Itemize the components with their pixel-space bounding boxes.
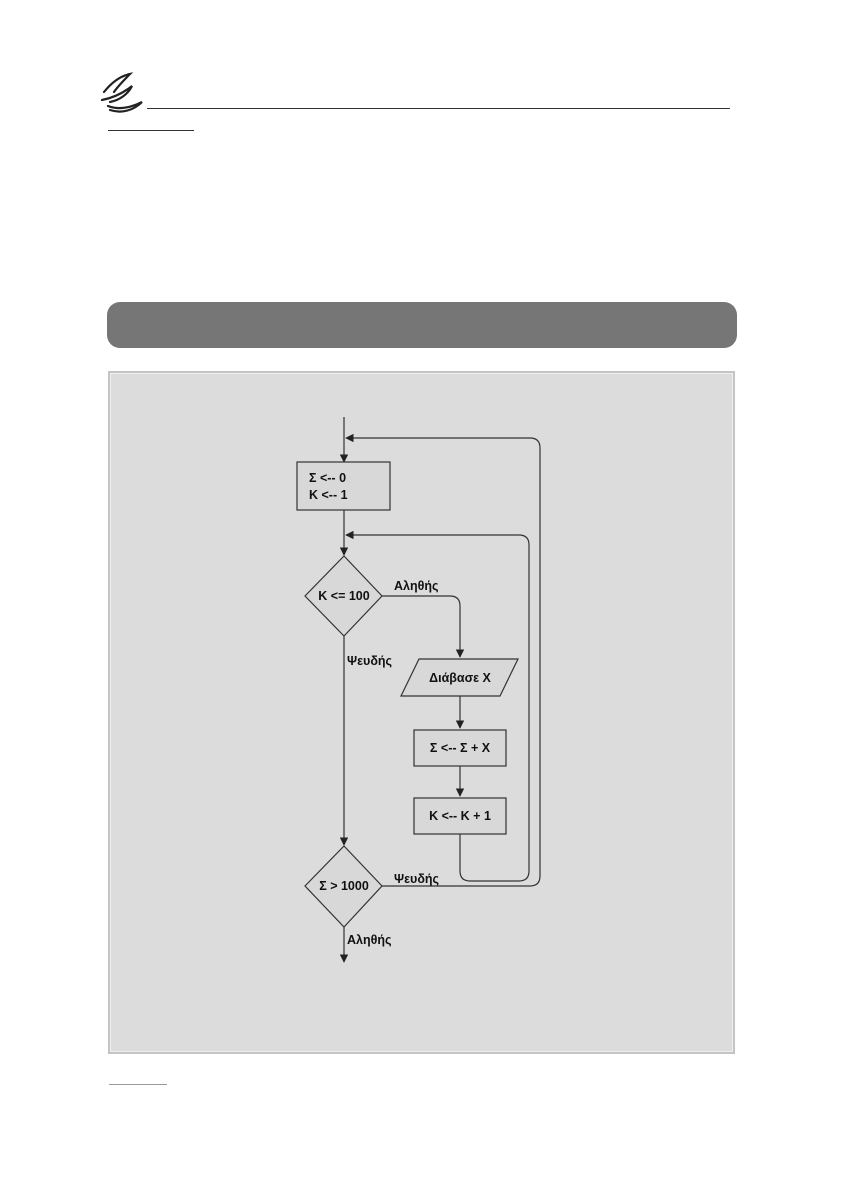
loop-condition-diamond bbox=[304, 555, 383, 637]
sum-step-text: Σ <-- Σ + Χ bbox=[430, 741, 491, 755]
connector-loop-true bbox=[382, 595, 465, 658]
init-line-2: Κ <-- 1 bbox=[309, 488, 348, 502]
final-condition-text: Σ > 1000 bbox=[319, 879, 369, 893]
read-io-parallelogram bbox=[400, 658, 519, 697]
flowchart-diagram: Σ <-- 0 Κ <-- 1 Κ <= 100 Αληθής Ψευδής Δ… bbox=[296, 417, 541, 963]
dove-logo-icon bbox=[100, 72, 143, 113]
header-rule-short bbox=[108, 130, 194, 131]
footnote-rule bbox=[109, 1084, 167, 1085]
loop-condition-text: Κ <= 100 bbox=[318, 589, 369, 603]
sum-process-box bbox=[413, 729, 507, 767]
increment-step-text: Κ <-- Κ + 1 bbox=[429, 809, 491, 823]
loop-true-label: Αληθής bbox=[394, 579, 439, 593]
loop-false-label: Ψευδής bbox=[347, 654, 392, 668]
final-condition-diamond bbox=[304, 845, 383, 928]
header-rule bbox=[147, 108, 730, 109]
init-line-1: Σ <-- 0 bbox=[309, 471, 346, 485]
connector-final-false-loopback bbox=[345, 433, 541, 887]
init-process-box bbox=[296, 461, 391, 511]
flowchart-panel: Σ <-- 0 Κ <-- 1 Κ <= 100 Αληθής Ψευδής Δ… bbox=[108, 371, 735, 1054]
final-true-label: Αληθής bbox=[347, 933, 392, 947]
connector-increment-loopback bbox=[345, 530, 530, 882]
read-step-text: Διάβασε Χ bbox=[429, 671, 491, 685]
increment-process-box bbox=[413, 797, 507, 835]
final-false-label: Ψευδής bbox=[394, 872, 439, 886]
section-header-bar bbox=[107, 302, 737, 348]
